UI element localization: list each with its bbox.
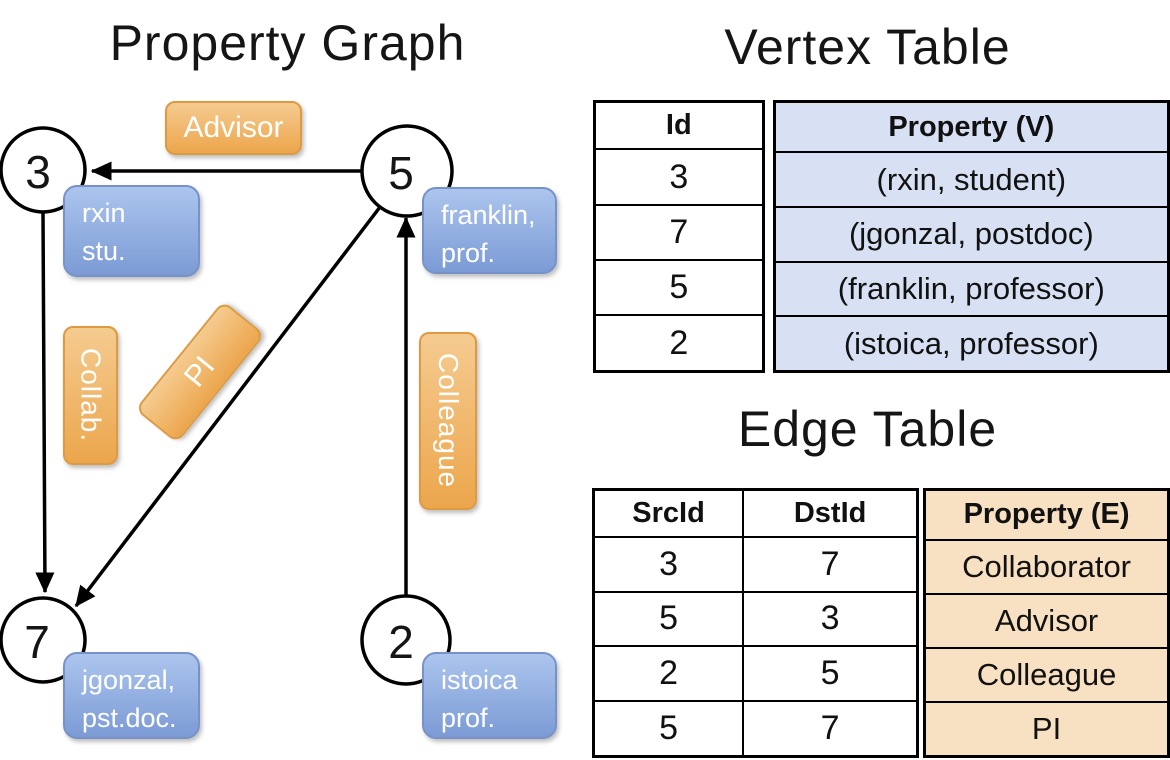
edge-property-cell: PI	[923, 700, 1170, 758]
vertex-table-id-columns: Id 3 7 5 2	[593, 100, 765, 373]
vertex-table-property-column: Property (V) (rxin, student) (jgonzal, p…	[772, 100, 1170, 373]
edge-table-property-column: Property (E) Collaborator Advisor Collea…	[923, 488, 1170, 758]
table-row: SrcId DstId	[592, 488, 919, 538]
table-row: Property (E)	[923, 488, 1170, 541]
vertex-property-line: jgonzal,	[82, 665, 176, 695]
edge-table-title: Edge Table	[737, 401, 998, 457]
vertex-property-cell: (jgonzal, postdoc)	[773, 206, 1170, 263]
edge-srcid-cell: 2	[592, 645, 745, 703]
edge-dstid-cell: 5	[742, 645, 919, 703]
vertex-property-box-2: istoica prof.	[422, 652, 557, 739]
vertex-property-line: pst.doc.	[82, 703, 177, 733]
table-row: Colleague	[923, 646, 1170, 703]
edge-property-cell: Colleague	[923, 646, 1170, 703]
table-row: 2	[593, 314, 765, 373]
vertex-property-cell: (rxin, student)	[773, 151, 1170, 209]
edge-table-header-dstid: DstId	[742, 488, 919, 538]
table-row: 5	[593, 259, 765, 317]
vertex-id-cell: 2	[593, 314, 765, 373]
table-row: 7	[593, 203, 765, 262]
edge-srcid-cell: 3	[592, 535, 745, 593]
table-row: Id	[593, 100, 765, 151]
edge-label-pi-text: PI	[177, 350, 222, 394]
edge-srcid-cell: 5	[592, 700, 745, 758]
vertex-property-line: prof.	[441, 238, 496, 268]
table-row: 2 5	[592, 645, 919, 703]
edge-table: SrcId DstId 3 7 5 3 2 5 5 7 Property (E)…	[592, 488, 1170, 758]
table-row: (jgonzal, postdoc)	[773, 206, 1170, 263]
vertex-id-cell: 7	[593, 203, 765, 262]
table-row: Collaborator	[923, 538, 1170, 595]
edge-dstid-cell: 7	[742, 535, 919, 593]
table-row: (rxin, student)	[773, 151, 1170, 209]
table-row: 3	[593, 148, 765, 206]
vertex-table-header-id: Id	[593, 100, 765, 151]
vertex-property-line: prof.	[441, 703, 496, 733]
vertex-id-7: 7	[24, 616, 50, 668]
vertex-property-line: stu.	[82, 236, 126, 266]
edge-5-to-7-arrow	[74, 205, 382, 608]
edge-label-advisor: Advisor	[165, 101, 302, 155]
table-row: 3 7	[592, 535, 919, 593]
edge-srcid-cell: 5	[592, 590, 745, 648]
vertex-table: Id 3 7 5 2 Property (V) (rxin, student) …	[593, 100, 1170, 373]
edge-table-header-property: Property (E)	[923, 488, 1170, 541]
vertex-table-title: Vertex Table	[724, 19, 1011, 75]
vertex-property-line: franklin,	[441, 200, 536, 230]
vertex-property-cell: (istoica, professor)	[773, 315, 1170, 373]
vertex-property-line: istoica	[441, 665, 518, 695]
edge-table-id-columns: SrcId DstId 3 7 5 3 2 5 5 7	[592, 488, 920, 758]
edge-label-colleague: Colleague	[419, 332, 477, 510]
vertex-property-cell: (franklin, professor)	[773, 260, 1170, 318]
edge-property-cell: Advisor	[923, 592, 1170, 649]
edge-label-colleague-text: Colleague	[433, 353, 464, 489]
property-graph-title: Property Graph	[109, 15, 466, 71]
vertex-property-box-7: jgonzal, pst.doc.	[63, 652, 200, 739]
edge-label-collab: Collab.	[63, 326, 118, 465]
vertex-id-cell: 5	[593, 259, 765, 317]
table-row: Property (V)	[773, 100, 1170, 154]
vertex-property-box-5: franklin, prof.	[422, 187, 557, 274]
edge-label-advisor-text: Advisor	[183, 111, 284, 144]
edge-table-header-srcid: SrcId	[592, 488, 745, 538]
vertex-property-box-3: rxin stu.	[63, 185, 200, 277]
edge-dstid-cell: 3	[742, 590, 919, 648]
edge-property-cell: Collaborator	[923, 538, 1170, 595]
table-row: 5 7	[592, 700, 919, 758]
vertex-id-5: 5	[388, 147, 414, 199]
vertex-table-header-property: Property (V)	[773, 100, 1170, 154]
vertex-id-cell: 3	[593, 148, 765, 206]
vertex-id-3: 3	[25, 146, 51, 198]
vertex-property-line: rxin	[82, 198, 126, 228]
vertex-id-2: 2	[388, 616, 414, 668]
table-row: (istoica, professor)	[773, 315, 1170, 373]
table-row: 5 3	[592, 590, 919, 648]
edge-3-to-7-arrow	[35, 211, 55, 594]
edge-dstid-cell: 7	[742, 700, 919, 758]
table-row: PI	[923, 700, 1170, 758]
table-row: (franklin, professor)	[773, 260, 1170, 318]
table-row: Advisor	[923, 592, 1170, 649]
edge-label-collab-text: Collab.	[75, 348, 107, 443]
